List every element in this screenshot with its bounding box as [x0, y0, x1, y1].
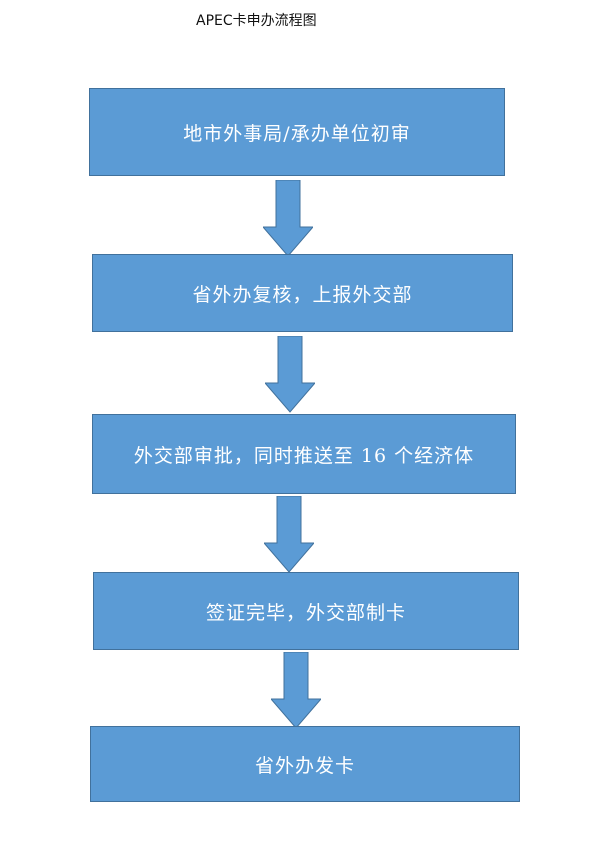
- step-box-4: 签证完毕，外交部制卡: [93, 572, 519, 650]
- down-arrow-icon-1: [263, 180, 313, 257]
- page-title: APEC卡申办流程图: [196, 13, 317, 29]
- step-label-1: 地市外事局/承办单位初审: [183, 122, 411, 145]
- step-box-1: 地市外事局/承办单位初审: [89, 88, 505, 176]
- down-arrow-icon-4: [271, 652, 321, 729]
- down-arrow-icon-3: [264, 496, 314, 573]
- down-arrow-icon-2: [265, 336, 315, 413]
- step-label-4: 签证完毕，外交部制卡: [205, 601, 406, 624]
- step-box-2: 省外办复核，上报外交部: [92, 254, 513, 332]
- step-label-2: 省外办复核，上报外交部: [192, 283, 413, 306]
- step-box-5: 省外办发卡: [90, 726, 520, 802]
- step-box-3: 外交部审批，同时推送至 16 个经济体: [92, 414, 516, 494]
- step-label-3: 外交部审批，同时推送至 16 个经济体: [133, 444, 475, 467]
- step-label-5: 省外办发卡: [254, 754, 355, 777]
